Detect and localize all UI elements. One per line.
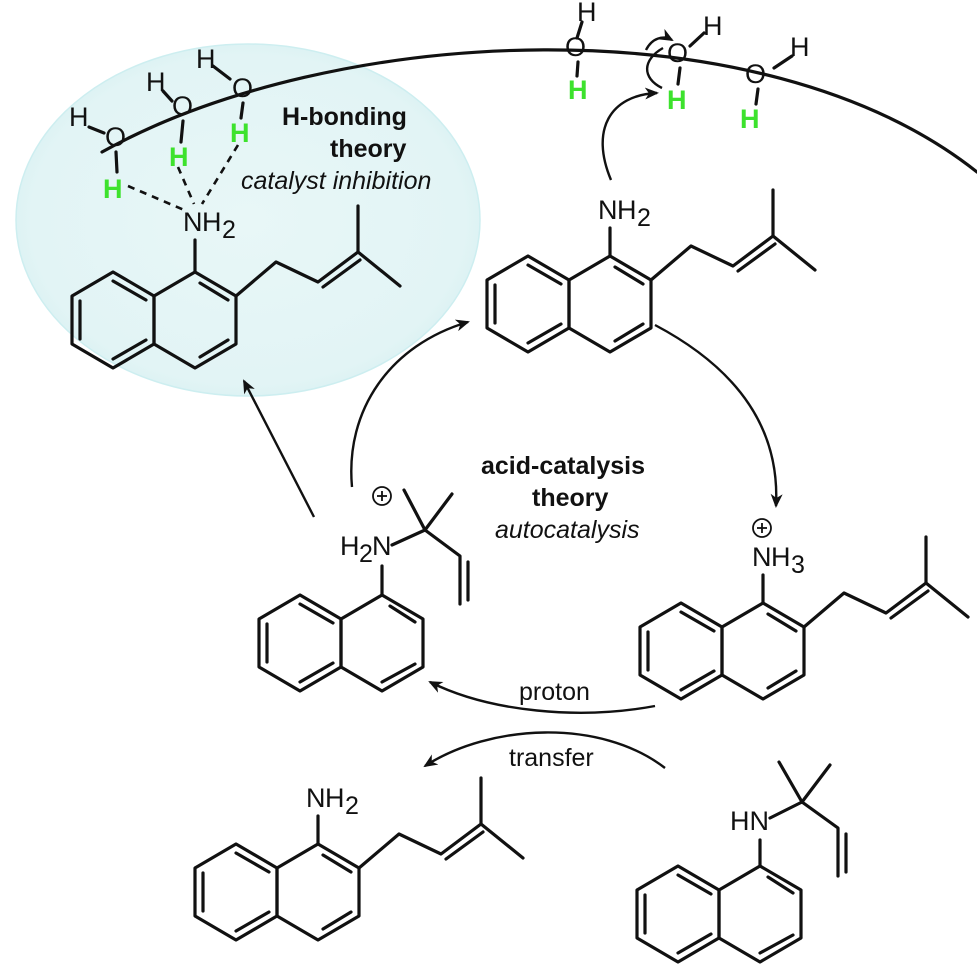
- protonated-n-prenyl-naphthylamine: H 2 N: [257, 486, 470, 693]
- naphthylammonium: N H 3: [638, 518, 970, 701]
- water-molecule-2: H O H: [146, 67, 193, 172]
- hbonding-bubble: [15, 43, 481, 397]
- plus-charge-icon: [372, 486, 392, 506]
- svg-text:H: H: [103, 174, 123, 204]
- n-prenyl-naphthylamine: HN: [635, 760, 848, 964]
- svg-text:O: O: [232, 73, 253, 103]
- svg-text:O: O: [745, 59, 766, 89]
- svg-text:H: H: [202, 207, 222, 237]
- svg-text:H: H: [577, 0, 597, 27]
- water-molecule-1: H O H: [69, 102, 126, 204]
- svg-text:H: H: [325, 783, 345, 813]
- water-surface-curve: [100, 48, 977, 174]
- svg-text:O: O: [565, 32, 586, 62]
- svg-text:H: H: [230, 118, 250, 148]
- acid-theory-title-1: acid-catalysis: [481, 452, 645, 480]
- hbond-dash-3: [200, 144, 240, 205]
- plus-charge-icon: [752, 518, 772, 538]
- svg-text:2: 2: [637, 204, 651, 232]
- svg-text:O: O: [667, 38, 688, 68]
- svg-text:HN: HN: [730, 806, 769, 836]
- water-molecule-6: H O H: [740, 32, 810, 134]
- svg-text:2: 2: [359, 540, 373, 568]
- hbond-theory-title-1: H-bonding: [282, 103, 407, 131]
- proton-transfer-arrow-lower: [423, 731, 666, 769]
- hbond-theory-subtitle: catalyst inhibition: [241, 167, 431, 195]
- svg-text:N: N: [372, 531, 392, 561]
- svg-text:N: N: [598, 195, 618, 225]
- svg-text:H: H: [169, 142, 189, 172]
- svg-text:H: H: [617, 195, 637, 225]
- cycle-arrow-left-up: [350, 319, 470, 488]
- svg-text:H: H: [667, 85, 687, 115]
- cycle-arrow-right-down: [654, 323, 783, 508]
- water-molecule-5: H O H: [667, 11, 723, 115]
- svg-text:H: H: [568, 75, 588, 105]
- naphthylamine-top: N H 2: [485, 188, 817, 354]
- proton-transfer-arrow-upper: [428, 680, 656, 714]
- hbond-dash-1: [127, 184, 185, 212]
- water-molecule-4: H O H: [565, 0, 597, 105]
- svg-text:O: O: [105, 122, 126, 152]
- svg-text:2: 2: [345, 792, 359, 820]
- svg-text:H: H: [740, 104, 760, 134]
- svg-text:O: O: [172, 91, 193, 121]
- naphthylamine-product: N H 2: [193, 776, 525, 942]
- svg-text:N: N: [183, 207, 203, 237]
- svg-text:H: H: [69, 102, 89, 132]
- acid-theory-title-2: theory: [532, 484, 609, 512]
- svg-text:N: N: [752, 542, 772, 572]
- electron-push-arrow-top: [644, 28, 674, 51]
- svg-text:H: H: [340, 531, 360, 561]
- svg-text:H: H: [790, 32, 810, 62]
- naphthylamine-inhibited: N H 2: [70, 204, 402, 370]
- svg-text:2: 2: [222, 216, 236, 244]
- svg-text:N: N: [306, 783, 326, 813]
- arrow-to-hbonding: [242, 379, 316, 518]
- nh2-to-water-arrow: [601, 87, 659, 181]
- transfer-label: transfer: [509, 744, 594, 772]
- water-molecule-3: H O H: [196, 44, 253, 148]
- hbond-theory-title-2: theory: [330, 135, 407, 163]
- electron-push-arrow-ring: [646, 46, 664, 90]
- svg-text:H: H: [771, 542, 791, 572]
- hbond-dash-2: [176, 166, 196, 205]
- svg-text:H: H: [703, 11, 723, 41]
- svg-text:H: H: [146, 67, 166, 97]
- svg-text:3: 3: [791, 551, 805, 579]
- svg-text:H: H: [196, 44, 216, 74]
- acid-theory-subtitle: autocatalysis: [495, 516, 640, 544]
- proton-label: proton: [519, 678, 590, 706]
